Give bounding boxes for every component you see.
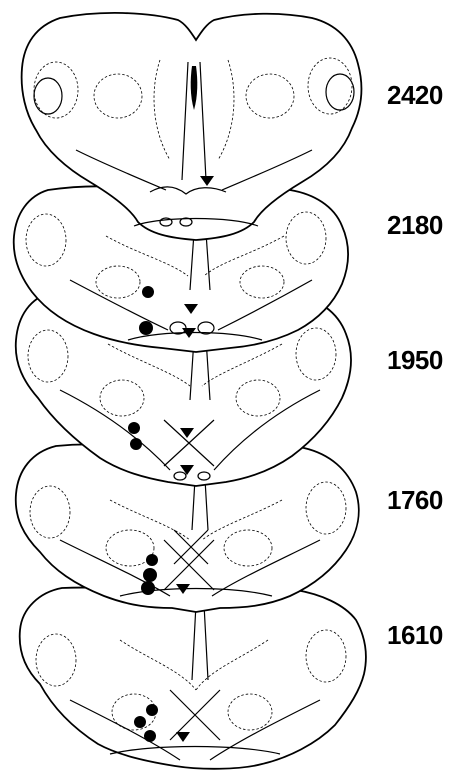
- filled-circle-marker: [146, 554, 158, 566]
- filled-circle-marker: [146, 704, 158, 716]
- filled-circle-marker: [142, 286, 154, 298]
- filled-circle-marker: [128, 422, 140, 434]
- section-label-2180: 2180: [387, 210, 443, 241]
- filled-circle-marker: [130, 438, 142, 450]
- filled-circle-marker: [141, 581, 155, 595]
- section-label-2420: 2420: [387, 80, 443, 111]
- section-label-1760: 1760: [387, 485, 443, 516]
- filled-circle-marker: [134, 716, 146, 728]
- filled-circle-marker: [144, 730, 156, 742]
- section-1610-outline: [20, 588, 366, 769]
- filled-circle-marker: [139, 321, 153, 335]
- filled-circle-marker: [143, 568, 157, 582]
- section-label-1950: 1950: [387, 345, 443, 376]
- section-label-1610: 1610: [387, 620, 443, 651]
- section-1610: [20, 588, 366, 769]
